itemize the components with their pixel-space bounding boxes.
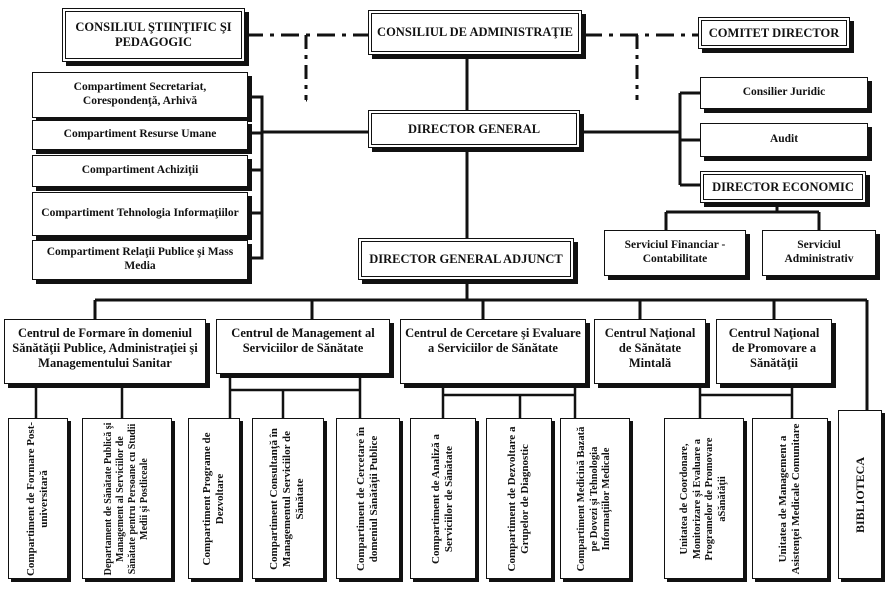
center-management: Centrul de Management al Serviciilor de … — [216, 319, 390, 374]
compartment-relatii-publice: Compartiment Relaţii Publice şi Mass Med… — [32, 240, 248, 280]
director-economic-box: DIRECTOR ECONOMIC — [700, 171, 866, 203]
comitet-director-label: COMITET DIRECTOR — [708, 25, 840, 40]
center-sanatate-mintala: Centrul Naţional de Sănătate Mintală — [594, 319, 706, 384]
audit-box: Audit — [700, 123, 868, 157]
compartment-achizitii: Compartiment Achiziţii — [32, 155, 248, 187]
director-general-label: DIRECTOR GENERAL — [407, 121, 541, 136]
consiliul-administratie-box: CONSILIUL DE ADMINISTRAŢIE — [368, 10, 582, 55]
center-promovare: Centrul Naţional de Promovare a Sănătăţi… — [716, 319, 832, 384]
consiliul-stiintific-label: CONSILIUL ŞTIINŢIFIC ŞI PEDAGOGIC — [75, 20, 232, 49]
compartment-tehnologia-informatiilor: Compartiment Tehnologia Informaţiilor — [32, 192, 248, 236]
unit-consultanta-management: Compartiment Consultanţă în Managementul… — [252, 418, 324, 579]
unit-coordonare-promovare: Unitatea de Coordonare, Monitorizare şi … — [664, 418, 744, 579]
unit-cercetare-sanatate-publica: Compartiment de Cercetare în domeniul Să… — [336, 418, 400, 579]
unit-analiza-servicii: Compartiment de Analiză a Serviciilor de… — [410, 418, 476, 579]
center-cercetare: Centrul de Cercetare şi Evaluare a Servi… — [400, 319, 586, 384]
comitet-director-box: COMITET DIRECTOR — [698, 17, 850, 49]
consiliul-stiintific-box: CONSILIUL ŞTIINŢIFIC ŞI PEDAGOGIC — [62, 8, 245, 62]
unit-grupe-diagnostic: Compartiment de Dezvoltare a Grupelor de… — [486, 418, 552, 579]
serviciul-administrativ-box: Serviciul Administrativ — [762, 230, 876, 276]
unit-programe-dezvoltare: Compartiment Programe de Dezvoltare — [188, 418, 240, 579]
unit-formare-post-universitara: Compartiment de Formare Post-universitar… — [8, 418, 68, 579]
consilier-juridic-box: Consilier Juridic — [700, 77, 868, 109]
director-general-adjunct-label: DIRECTOR GENERAL ADJUNCT — [369, 251, 563, 266]
compartment-secretariat: Compartiment Secretariat, Corespondenţă,… — [32, 72, 248, 118]
unit-departament-sanatate-publica: Departament de Sănătate Publică şi Manag… — [82, 418, 172, 579]
serviciul-financiar-box: Serviciul Financiar - Contabilitate — [604, 230, 746, 276]
unit-medicina-bazata-pe-dovezi: Compartiment Medicină Bazată pe Dovezi ş… — [560, 418, 630, 579]
director-general-adjunct-box: DIRECTOR GENERAL ADJUNCT — [358, 238, 574, 280]
director-general-box: DIRECTOR GENERAL — [368, 110, 580, 148]
unit-asistenta-medicala-comunitara: Unitatea de Management a Asistenţei Medi… — [752, 418, 828, 579]
compartment-resurse-umane: Compartiment Resurse Umane — [32, 120, 248, 150]
unit-biblioteca: BIBLIOTECA — [838, 410, 882, 579]
consiliul-administratie-label: CONSILIUL DE ADMINISTRAŢIE — [377, 25, 573, 39]
center-formare: Centrul de Formare în domeniul Sănătăţii… — [4, 319, 206, 384]
director-economic-label: DIRECTOR ECONOMIC — [712, 179, 854, 194]
